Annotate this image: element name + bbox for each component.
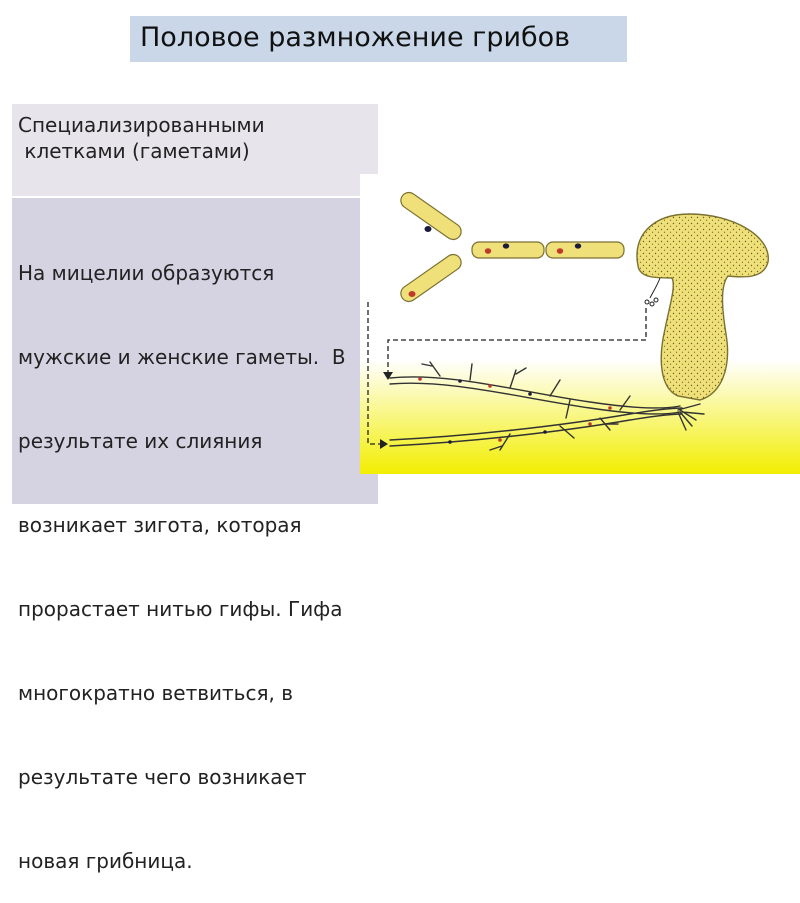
fungus-life-cycle-diagram [360,174,800,474]
male-gamete-cell [400,191,462,241]
heading-box [12,104,378,196]
description-line-2: мужские и женские гаметы. В [18,345,346,369]
zygote-nucleus-dark-1 [502,243,510,249]
description-box [12,198,378,504]
spore-cluster [644,277,661,307]
arrow-top-path [387,308,647,374]
description-line-7: результате чего возникает [18,765,307,789]
mycelium [389,361,705,451]
zygote-nucleus-dark-2 [574,243,582,249]
lower-hypha [389,407,683,441]
cycle-arrows [367,302,647,445]
description-line-5: прорастает нитью гифы. Гифа [18,597,343,621]
arrow-heads [380,372,393,449]
description-text: На мицелии образуются мужские и женские … [18,203,378,903]
heading-text: Специализированными клетками (гаметами) [18,112,265,164]
lower-hypha-edge [389,413,683,447]
gametes-group [400,191,625,303]
gamete-nuclei [408,226,582,297]
hypha-nuclei [418,377,612,444]
description-line-1: На мицелии образуются [18,261,275,285]
title-banner [130,16,627,62]
description-line-4: возникает зигота, которая [18,513,302,537]
fruiting-body [636,213,769,401]
fruiting-body-texture [636,214,769,400]
female-nucleus [408,291,416,297]
zygote-cell-1 [471,241,545,259]
upper-hypha [389,376,681,409]
arrow-head-down [383,372,393,380]
zygote-nucleus-red-2 [556,248,564,254]
description-line-8: новая грибница. [18,849,193,873]
page-title: Половое размножение грибов [140,22,571,53]
heading-line-1: Специализированными [18,113,265,137]
description-line-6: многократно ветвиться, в [18,681,293,705]
arrow-head-right [380,439,388,449]
heading-line-2: клетками (гаметами) [18,139,250,163]
zygote-nucleus-red-1 [484,248,492,254]
female-gamete-cell [400,253,462,303]
male-nucleus [424,226,432,232]
description-line-3: результате их слияния [18,429,263,453]
zygote-cell-2 [545,241,625,259]
